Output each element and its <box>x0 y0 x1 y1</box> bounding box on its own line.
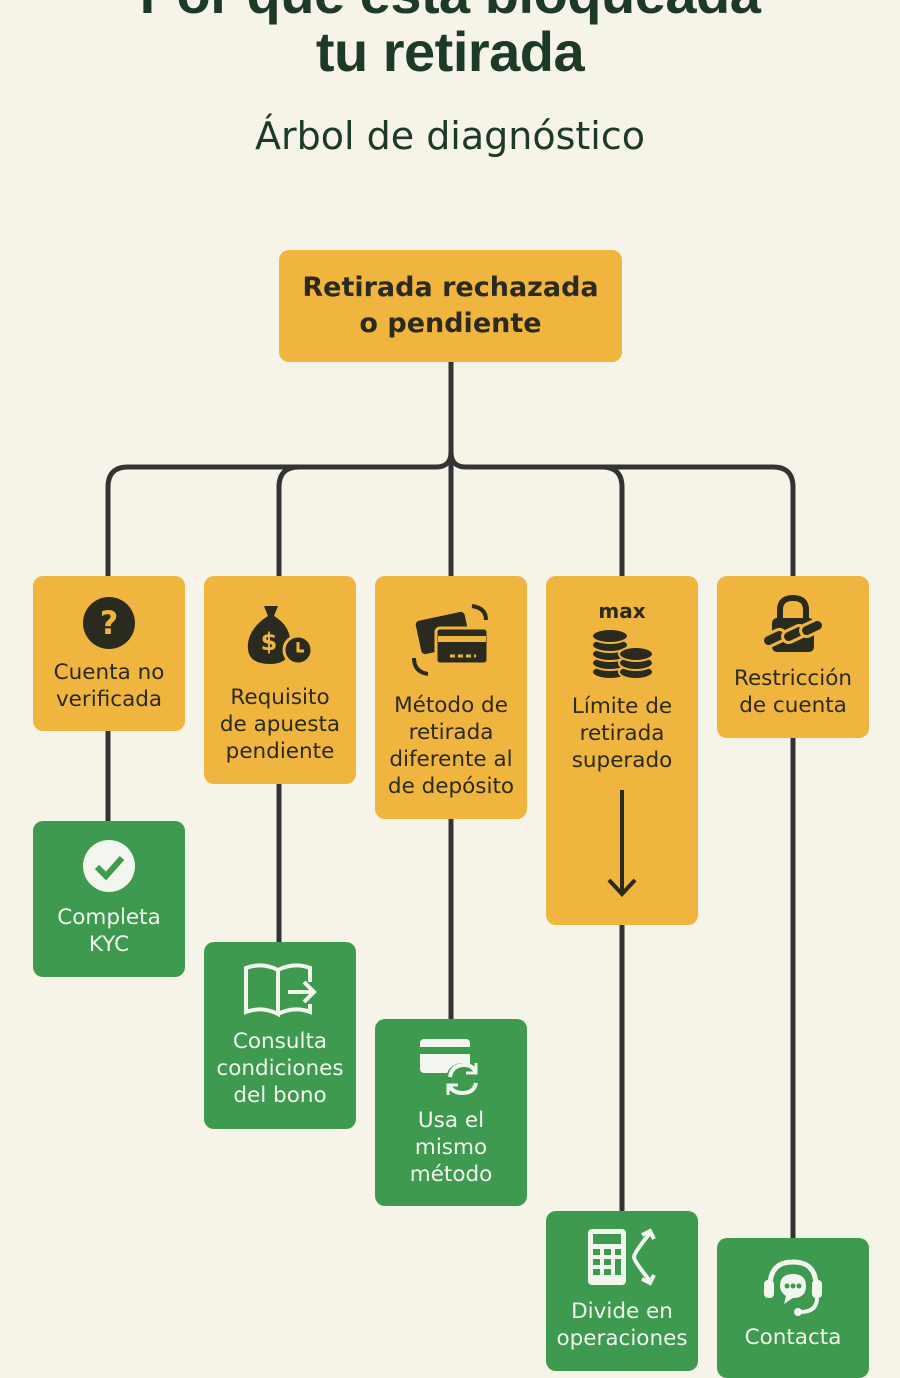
problem-node-method: Método de retirada diferente al de depós… <box>375 576 527 819</box>
problem-node-restriction: Restricción de cuenta <box>717 576 869 738</box>
solution-label: Consulta condiciones del bono <box>216 1029 344 1108</box>
solution-label: Completa KYC <box>57 905 161 957</box>
problem-label: Restricción de cuenta <box>733 666 853 718</box>
title-line-2: tu retirada <box>315 20 585 83</box>
arrow-down-icon <box>546 788 698 900</box>
subtitle: Árbol de diagnóstico <box>254 114 646 158</box>
solution-node-same-method: Usa el mismo método <box>375 1019 527 1206</box>
connectors <box>105 362 796 1238</box>
title-line-1: Por qué está bloqueada <box>0 0 900 24</box>
open-book-arrow-icon <box>204 960 356 1018</box>
money-bag-timer-icon: $ <box>204 602 356 668</box>
connector-2 <box>276 464 436 576</box>
problem-node-wagering: $ Requisito de apuesta pendiente <box>204 576 356 784</box>
problem-node-limit: max Límite de retirada superado <box>546 576 698 925</box>
solution-label: Divide en operaciones <box>556 1299 688 1351</box>
solution-label: Usa el mismo método <box>409 1108 493 1187</box>
problem-label: Cuenta no verificada <box>53 660 165 712</box>
check-circle-icon <box>33 839 185 893</box>
calculator-split-icon <box>546 1227 698 1287</box>
problem-label: Límite de retirada superado <box>571 694 673 773</box>
question-circle-icon: ? <box>33 596 185 650</box>
solution-node-bonus: Consulta condiciones del bono <box>204 942 356 1129</box>
headset-chat-icon <box>717 1256 869 1318</box>
solution-node-contact: Contacta <box>717 1238 869 1378</box>
coin-stacks-icon <box>546 626 698 682</box>
svg-text:$: $ <box>261 628 278 656</box>
card-refresh-icon <box>375 1035 527 1097</box>
svg-text:?: ? <box>100 604 119 642</box>
problem-node-unverified: ? Cuenta no verificada <box>33 576 185 731</box>
cards-exchange-icon <box>375 602 527 678</box>
solution-node-kyc: Completa KYC <box>33 821 185 977</box>
solution-label: Contacta <box>744 1325 842 1350</box>
connector-5 <box>602 464 796 576</box>
max-label: max <box>598 599 646 623</box>
connector-4 <box>448 451 625 576</box>
problem-label: Método de retirada diferente al de depós… <box>387 693 515 799</box>
padlock-chain-icon <box>717 594 869 656</box>
problem-label: Requisito de apuesta pendiente <box>219 685 341 764</box>
solution-node-split: Divide en operaciones <box>546 1211 698 1371</box>
root-node: Retirada rechazada o pendiente <box>279 250 622 362</box>
